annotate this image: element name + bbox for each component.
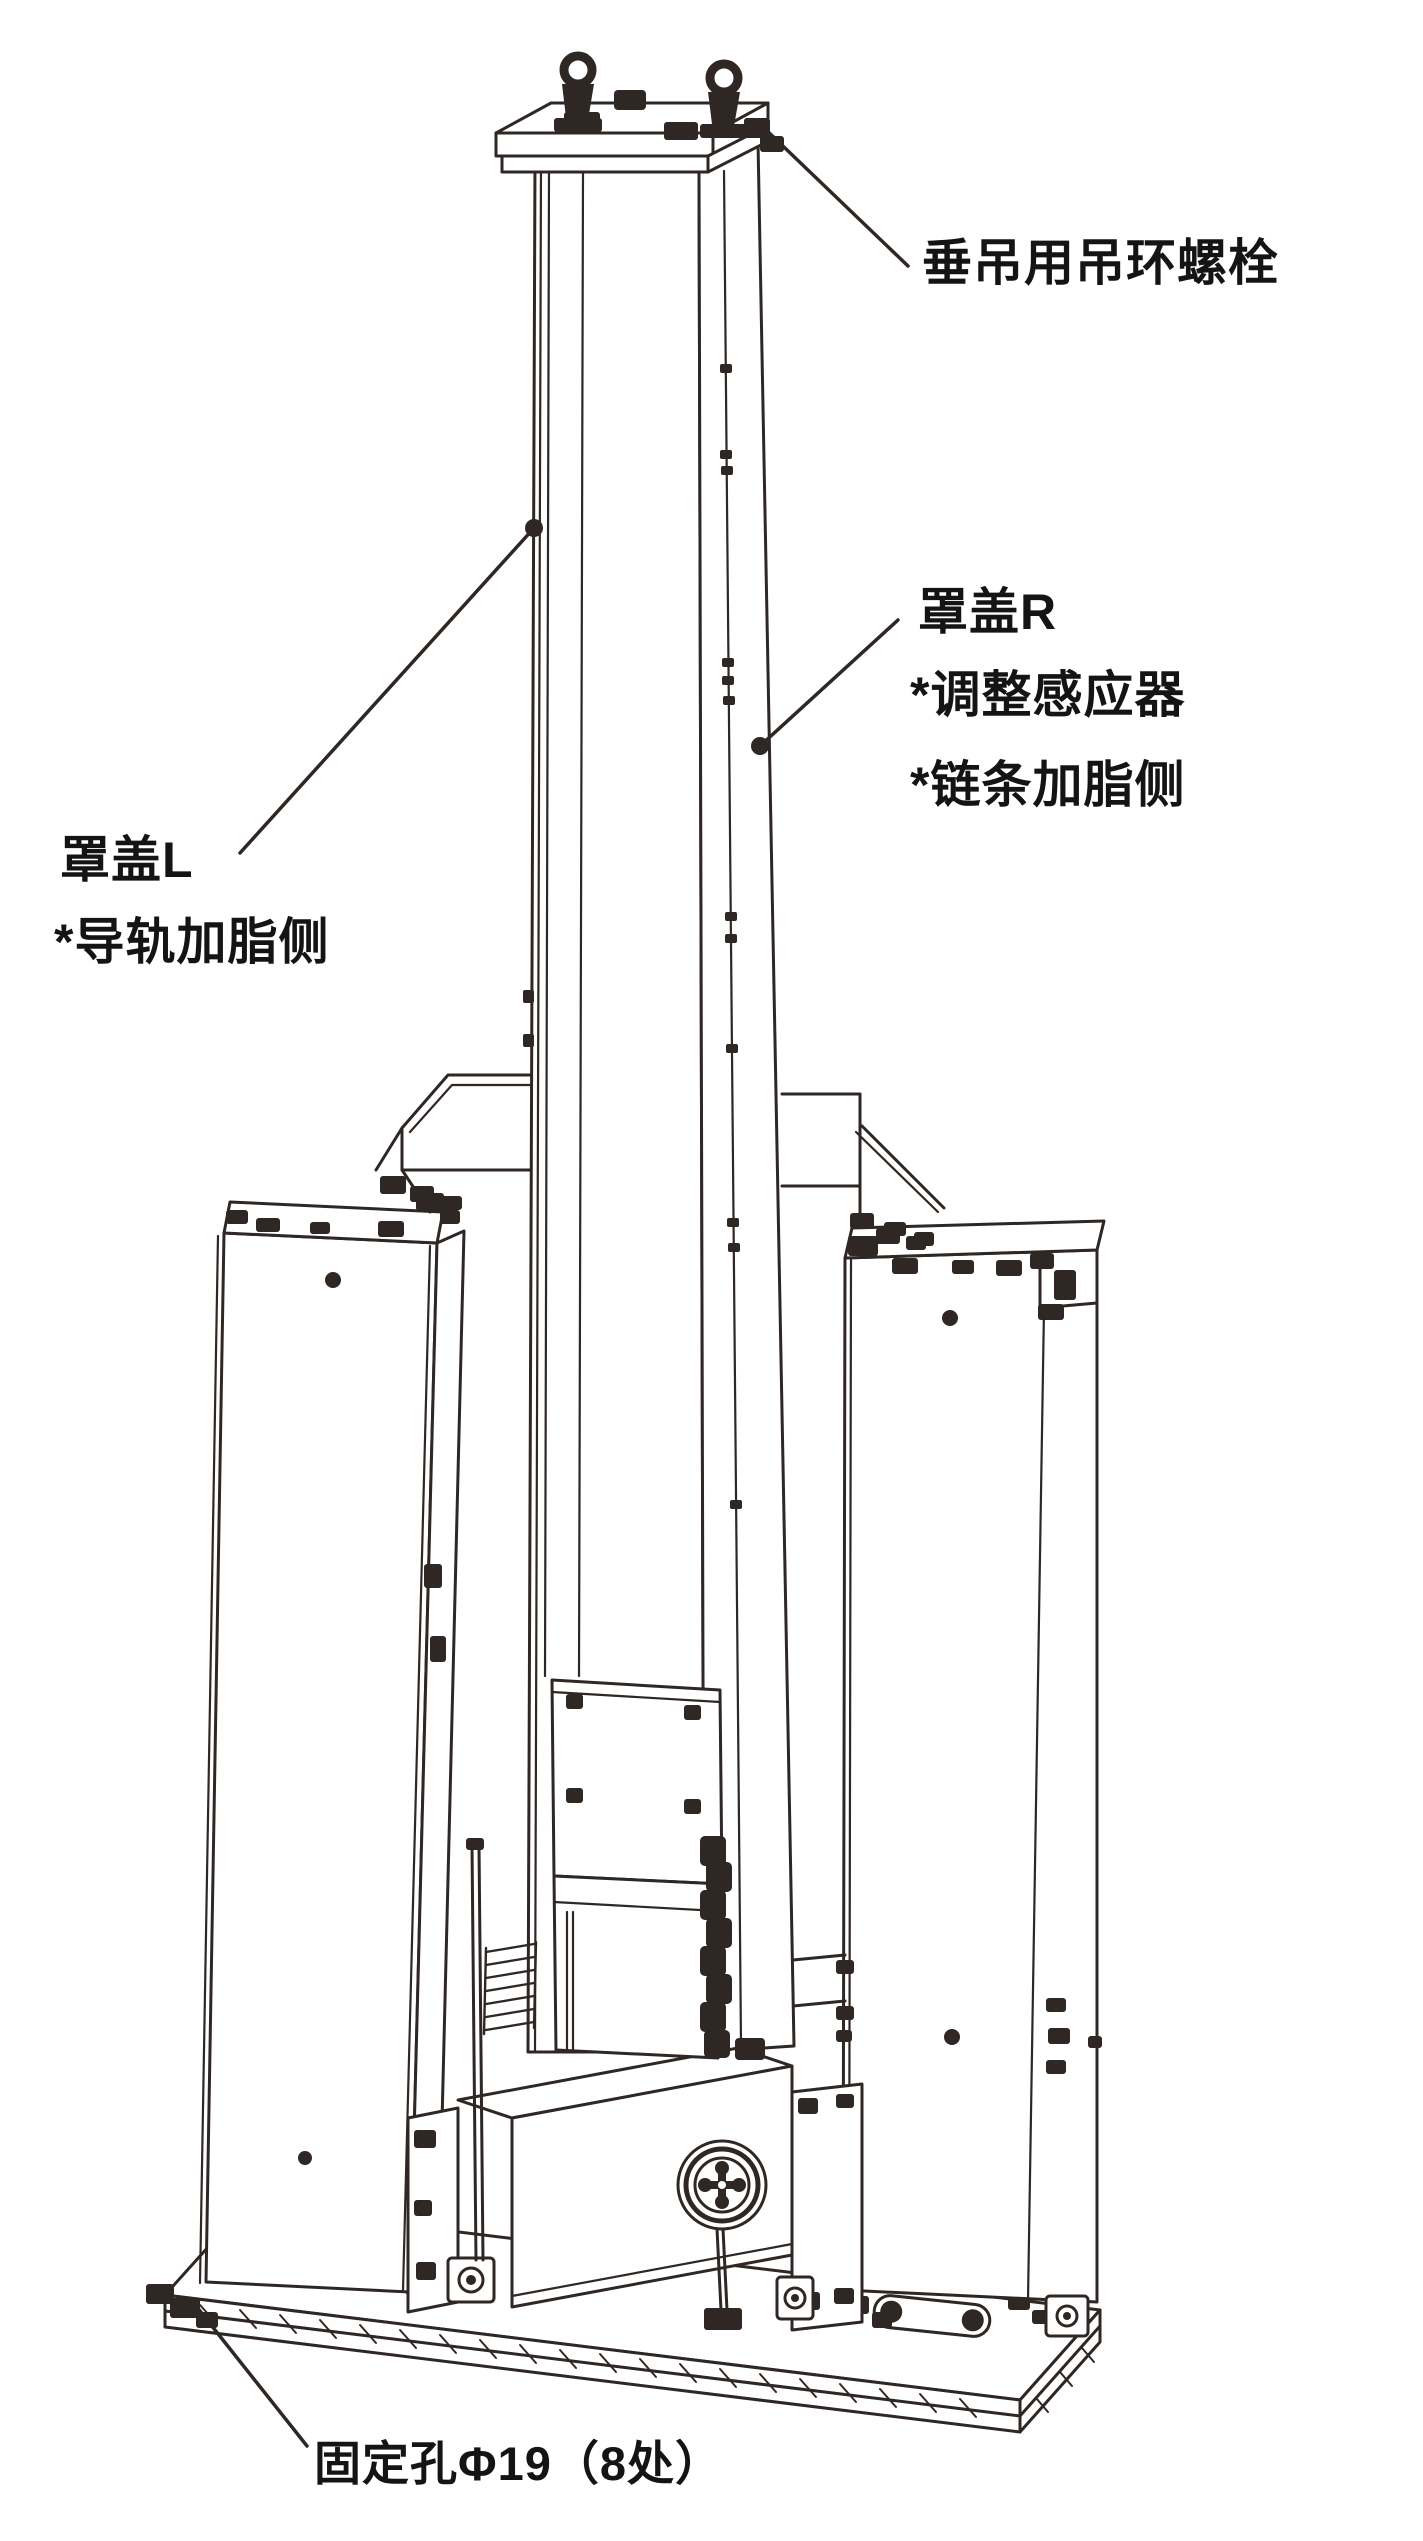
label-fixing-hole: 固定孔Φ19（8处）	[314, 2437, 723, 2490]
eyebolt-left	[554, 51, 602, 132]
fixing-pad-right	[1044, 2294, 1090, 2338]
fixing-pad-left	[446, 2256, 496, 2304]
right-tower-hole	[942, 1310, 958, 1326]
left-tower	[198, 1193, 466, 2294]
lower-rod	[704, 2227, 742, 2330]
label-cover-r-note-sensor: *调整感应器	[910, 667, 1186, 723]
label-cover-l-note-rail: *导轨加脂侧	[54, 914, 330, 970]
eyebolt-right	[700, 59, 748, 138]
label-cover-l-title: 罩盖L	[60, 832, 194, 888]
left-gusset-bracket	[374, 1073, 538, 1214]
leader-fixing-hole	[194, 2304, 309, 2448]
motor-coupler	[675, 2138, 769, 2232]
base-edge-hatch	[199, 2304, 1095, 2418]
left-tower-edge-brackets	[424, 1564, 446, 1662]
right-tower	[791, 1219, 1106, 2304]
spring-stack	[482, 1940, 538, 2036]
base-slot-right	[872, 2294, 992, 2338]
right-gusset-bracket	[780, 1092, 946, 1246]
right-tower-inner-bracket	[791, 1953, 854, 2042]
fixing-pad-mid	[775, 2275, 815, 2321]
right-tower-seam-bolts	[1046, 1998, 1102, 2074]
gearbox-unit	[406, 2038, 1090, 2338]
right-tower-hole-low	[944, 2029, 960, 2045]
mast-top-plate	[494, 51, 784, 174]
label-cover-r-note-chain: *链条加脂侧	[910, 757, 1186, 813]
left-tower-hole	[325, 1272, 341, 1288]
label-cover-r-title: 罩盖R	[918, 584, 1058, 640]
mast-seam-bolts	[523, 364, 742, 1509]
leader-cover-r	[751, 618, 900, 755]
leader-eyebolt	[760, 124, 910, 268]
guide-rod	[466, 1838, 485, 2262]
carriage-slider	[466, 1678, 732, 2262]
leader-cover-l	[238, 519, 543, 855]
label-eyebolt: 垂吊用吊环螺栓	[922, 235, 1279, 291]
left-tower-hole-low	[298, 2151, 312, 2165]
drive-chain	[700, 1836, 732, 2058]
